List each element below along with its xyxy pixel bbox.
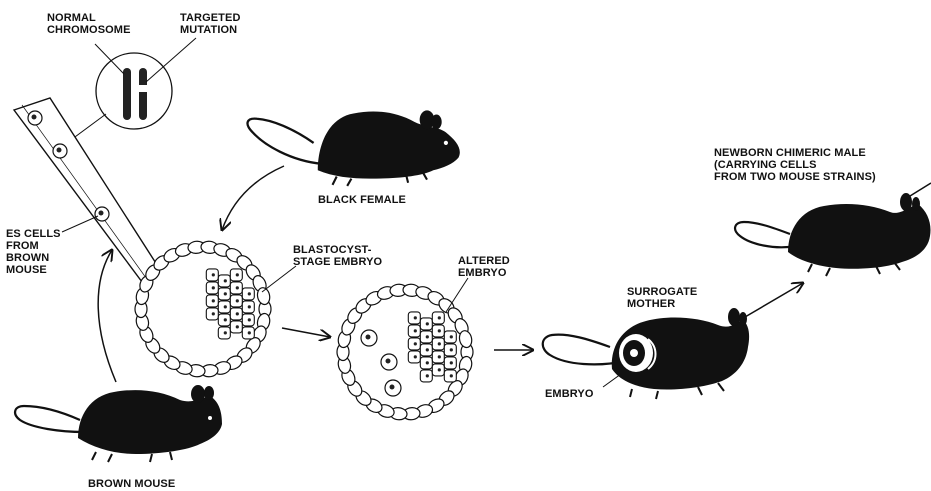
label-embryo: EMBRYO [545, 388, 593, 400]
label-es-cells: ES CELLS FROM BROWN MOUSE [6, 228, 61, 276]
arrow-female-to-blastocyst [222, 166, 284, 230]
arrow-to-newborn [745, 283, 803, 317]
label-black-female: BLACK FEMALE [318, 194, 406, 206]
label-normal-chromosome: NORMAL CHROMOSOME [47, 12, 131, 36]
black-female-mouse [248, 110, 460, 186]
label-newborn-chimeric-male: NEWBORN CHIMERIC MALE (CARRYING CELLS FR… [714, 147, 876, 183]
label-targeted-mutation: TARGETED MUTATION [180, 12, 240, 36]
chromosome-inset [60, 38, 196, 148]
normal-chromosome-icon [123, 68, 131, 120]
arrow-offscreen [910, 183, 931, 196]
altered-embryo [337, 283, 473, 420]
newborn-chimeric-mouse [735, 193, 930, 276]
brown-mouse [15, 385, 222, 462]
embryo-in-uterus-icon [619, 334, 656, 372]
altered-leader [446, 278, 468, 312]
label-brown-mouse: BROWN MOUSE [88, 478, 175, 490]
label-blastocyst: BLASTOCYST- STAGE EMBRYO [293, 244, 382, 268]
arrow-brown-to-es-cells [98, 250, 116, 382]
label-surrogate-mother: SURROGATE MOTHER [627, 286, 697, 310]
mutated-chromosome-icon [139, 68, 147, 120]
blastocyst-leader [262, 266, 296, 292]
surrogate-mother-mouse [543, 308, 749, 399]
label-altered-embryo: ALTERED EMBRYO [458, 255, 510, 279]
arrow-to-altered [282, 328, 330, 337]
blastocyst-embryo [135, 240, 271, 377]
